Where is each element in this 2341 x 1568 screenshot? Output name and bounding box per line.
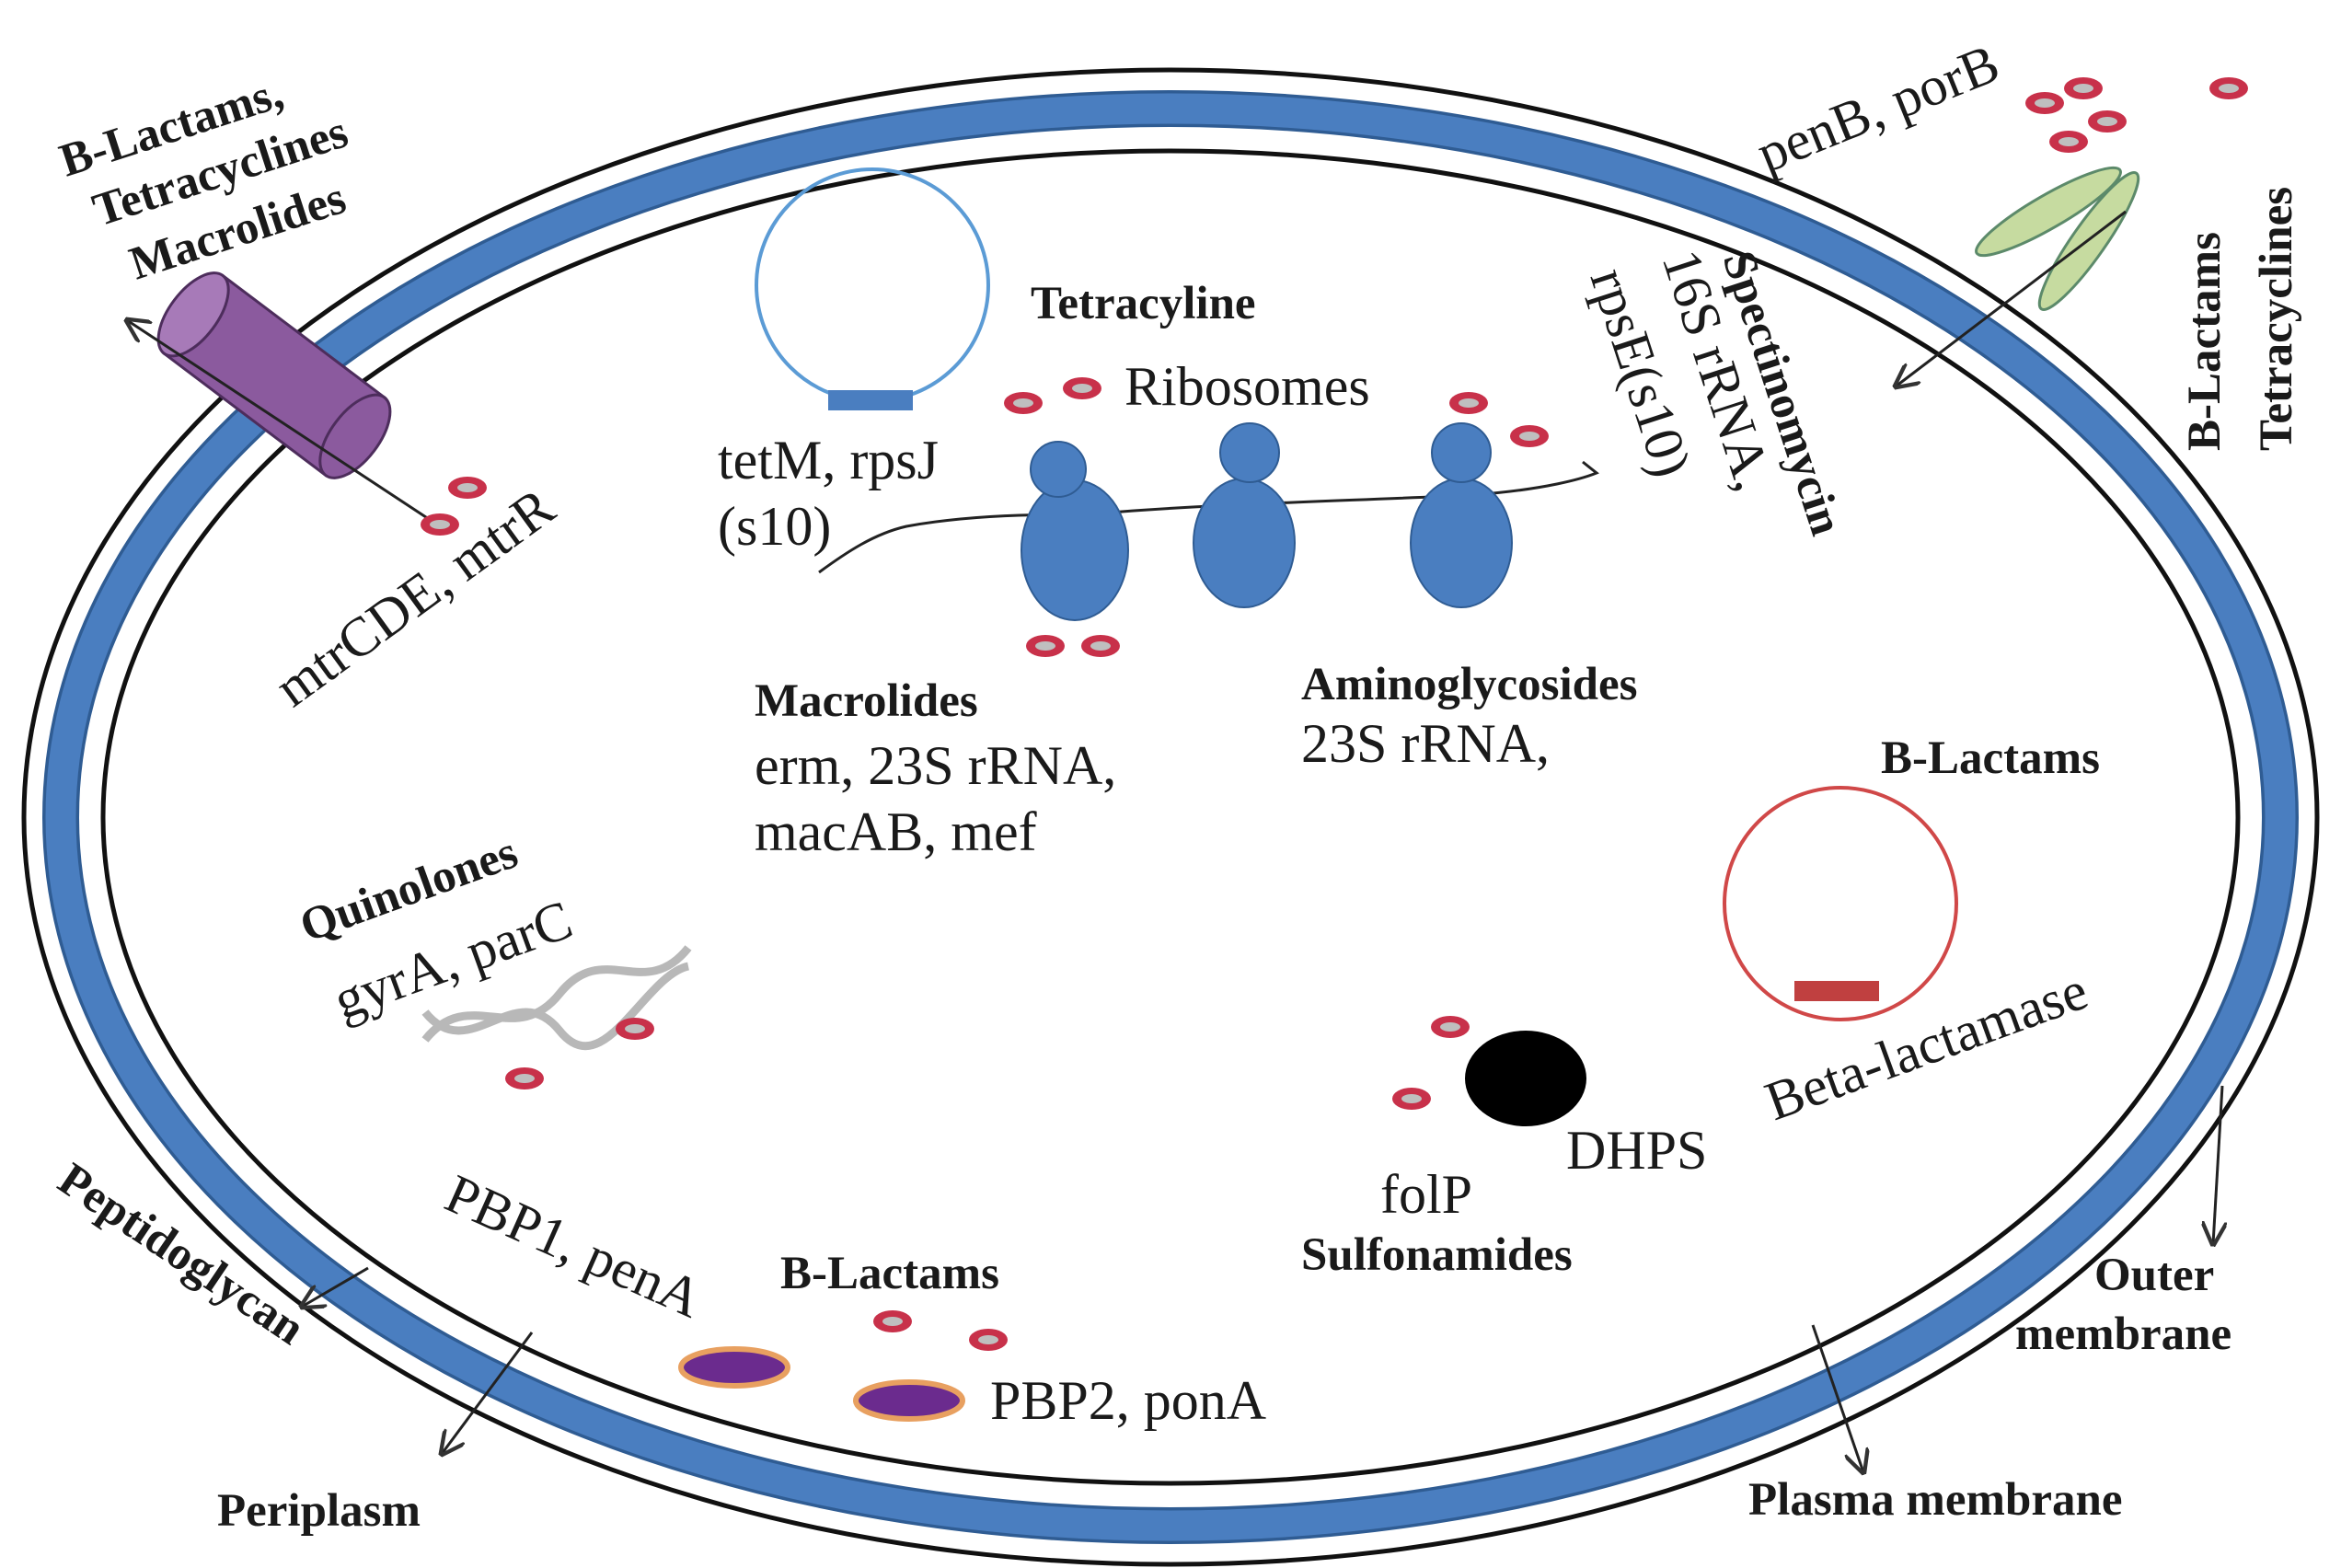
tet-genes-label-2: (s10) xyxy=(718,496,831,557)
drug-molecule xyxy=(505,1067,544,1090)
pbp2-protein xyxy=(853,1379,965,1422)
porin-drugs-label-1: B-Lactams xyxy=(2179,232,2231,451)
periplasm-label: Periplasm xyxy=(217,1485,421,1537)
cell-envelope xyxy=(21,67,2320,1567)
drug-molecule xyxy=(969,1329,1008,1351)
outer-membrane-label-1: Outer xyxy=(2094,1250,2214,1301)
drug-molecule xyxy=(1081,635,1120,657)
drug-molecule xyxy=(421,513,459,536)
mrna-strand xyxy=(818,460,1599,574)
pbp1-label: PBP1, penA xyxy=(437,1163,711,1330)
plasma-membrane xyxy=(100,148,2241,1486)
pbp1-protein xyxy=(678,1346,790,1389)
dhps-enzyme xyxy=(1465,1031,1586,1126)
drug-molecule xyxy=(1392,1088,1431,1110)
drug-molecule xyxy=(1510,425,1549,447)
efflux-arrow xyxy=(127,320,438,526)
porin-arrow xyxy=(1896,210,2127,386)
drug-molecule xyxy=(2025,92,2064,114)
sulfonamides-label: Sulfonamides xyxy=(1301,1229,1573,1281)
porin xyxy=(1975,166,2140,311)
drug-molecule xyxy=(2209,77,2248,99)
drug-molecule xyxy=(448,477,487,499)
folp-label: folP xyxy=(1380,1164,1472,1225)
ribosome-1 xyxy=(1021,441,1129,621)
tetracycline-plasmid xyxy=(755,167,990,410)
macrolides-genes-1: erm, 23S rRNA, xyxy=(755,735,1116,796)
plasma-membrane-arrow xyxy=(1811,1324,1863,1472)
periplasm-arrow xyxy=(442,1332,534,1454)
peptidoglycan-arrow xyxy=(302,1266,369,1307)
outer-membrane xyxy=(21,67,2320,1567)
drug-molecule xyxy=(1004,392,1043,414)
ribosome-3 xyxy=(1410,422,1513,608)
drug-molecule xyxy=(2064,77,2103,99)
drug-molecule xyxy=(2088,110,2127,133)
aminoglycosides-title: Aminoglycosides xyxy=(1301,659,1638,710)
blactams-plasmid-title: B-Lactams xyxy=(1881,732,2100,784)
drug-molecule xyxy=(1026,635,1065,657)
tetracycline-title: Tetracyline xyxy=(1031,278,1256,329)
dna-helix xyxy=(421,945,692,1051)
blactams-pbp-title: B-Lactams xyxy=(780,1248,999,1299)
ribosomes-label: Ribosomes xyxy=(1124,356,1370,417)
porin-drugs-label-2: Tetracyclines xyxy=(2251,187,2302,451)
beta-lactamase-plasmid xyxy=(1723,786,1958,1021)
drug-molecule xyxy=(616,1018,654,1040)
ribosome-2 xyxy=(1193,422,1296,608)
drug-molecule xyxy=(1449,392,1488,414)
drug-molecule xyxy=(1431,1016,1470,1038)
tet-genes-label-1: tetM, rpsJ xyxy=(718,430,939,490)
drug-molecule xyxy=(2049,131,2088,153)
drug-molecules xyxy=(421,77,2248,1351)
plasma-membrane-label: Plasma membrane xyxy=(1748,1474,2123,1526)
pbp2-label: PBP2, ponA xyxy=(990,1370,1266,1431)
dhps-label: DHPS xyxy=(1566,1120,1707,1181)
drug-molecule xyxy=(873,1310,912,1332)
aminoglycosides-genes: 23S rRNA, xyxy=(1301,713,1550,774)
efflux-pump xyxy=(156,271,392,479)
macrolides-genes-2: macAB, mef xyxy=(755,801,1037,862)
drug-molecule xyxy=(1063,377,1101,399)
macrolides-title: Macrolides xyxy=(755,675,978,727)
porin-genes-label: penB, porB xyxy=(1748,32,2007,184)
outer-membrane-arrow xyxy=(2213,1085,2222,1244)
peptidoglycan-fill xyxy=(45,93,2296,1541)
mtr-genes-label: mtrCDE, mtrR xyxy=(264,476,565,718)
outer-membrane-label-2: membrane xyxy=(2015,1309,2231,1360)
